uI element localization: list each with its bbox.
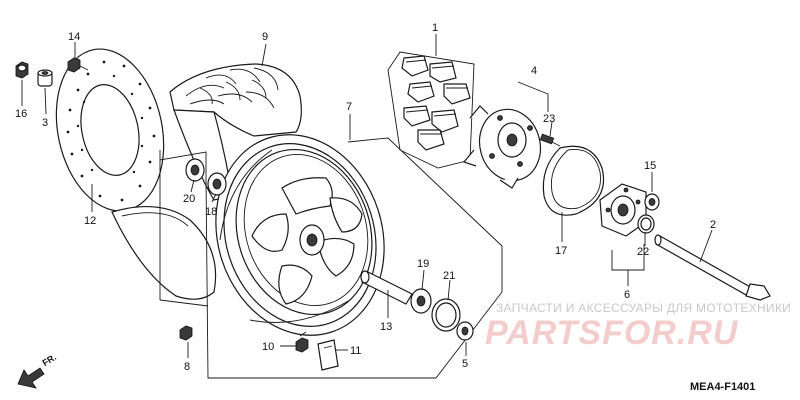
watermark-brand: PARTSFOR.RU xyxy=(485,314,739,352)
sprocket-hub xyxy=(599,183,647,237)
collar-3 xyxy=(37,69,53,87)
o-ring-22 xyxy=(637,214,655,234)
o-ring-21 xyxy=(431,298,461,332)
nut-16 xyxy=(15,61,29,79)
callout-labels: 1 2 3 4 5 6 7 8 9 10 11 12 13 14 15 16 1… xyxy=(15,22,716,373)
wheel-side-cover xyxy=(111,205,217,300)
wheel-rim xyxy=(215,134,385,336)
callout-1: 1 xyxy=(432,22,438,34)
callout-12: 12 xyxy=(84,215,96,227)
nut-8 xyxy=(179,325,193,341)
callout-8: 8 xyxy=(184,361,190,373)
bolt-10 xyxy=(295,331,309,353)
diagram-code: MEA4-F1401 xyxy=(690,381,756,393)
callout-6: 6 xyxy=(624,289,630,301)
bolt-14 xyxy=(67,57,89,73)
collar-5 xyxy=(456,321,474,341)
leader-lines xyxy=(21,34,713,358)
callout-5: 5 xyxy=(462,358,468,370)
distance-collar-13 xyxy=(360,270,413,305)
watermark-tagline: ЗАПЧАСТИ И АКСЕССУАРЫ ДЛЯ МОТОТЕХНИКИ xyxy=(496,301,792,315)
bearing-19 xyxy=(410,288,432,314)
bearing-20 xyxy=(185,158,205,182)
rear-axle xyxy=(654,234,771,301)
callout-3: 3 xyxy=(42,117,48,129)
callout-17: 17 xyxy=(555,245,567,257)
callout-13: 13 xyxy=(380,321,392,333)
callout-23: 23 xyxy=(543,113,555,125)
snap-ring xyxy=(542,145,605,216)
wheel-damper-rubbers xyxy=(401,55,471,151)
callout-18: 18 xyxy=(205,206,217,218)
callout-15: 15 xyxy=(644,160,656,172)
callout-20: 20 xyxy=(183,193,195,205)
callout-16: 16 xyxy=(15,108,27,120)
dust-seal-18 xyxy=(207,172,227,196)
callout-14: 14 xyxy=(68,31,80,43)
callout-22: 22 xyxy=(637,246,649,258)
callout-9: 9 xyxy=(262,31,268,43)
callout-2: 2 xyxy=(710,219,716,231)
callout-7: 7 xyxy=(346,101,352,113)
callout-19: 19 xyxy=(417,258,429,270)
brake-disc xyxy=(55,48,165,212)
wheel-assembly-frame xyxy=(159,137,503,379)
bearing-15 xyxy=(644,193,660,211)
front-direction-arrow-icon xyxy=(17,367,45,389)
callout-21: 21 xyxy=(443,270,455,282)
stud-bolt-23 xyxy=(539,133,561,147)
callout-4: 4 xyxy=(531,65,537,77)
callout-10: 10 xyxy=(262,341,274,353)
driven-flange xyxy=(462,105,542,189)
clip-11 xyxy=(317,339,339,371)
callout-11: 11 xyxy=(350,345,361,357)
